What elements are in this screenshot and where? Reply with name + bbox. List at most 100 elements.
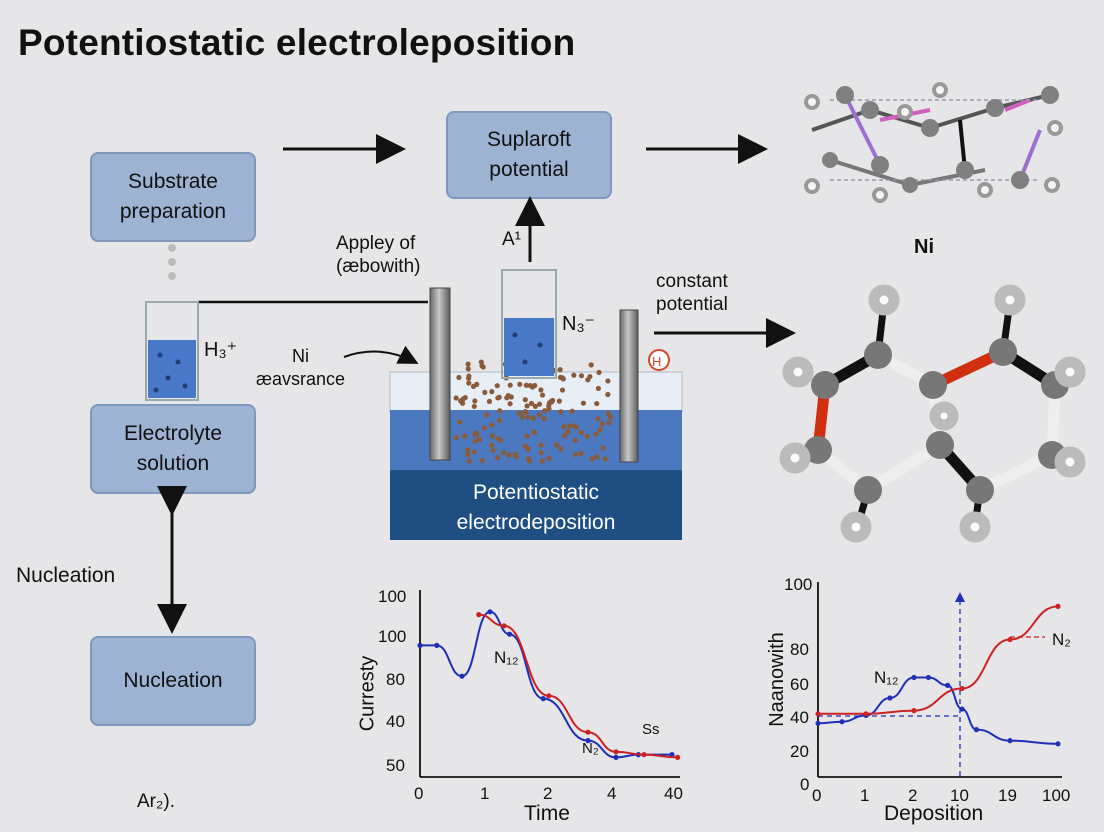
- chart2-ytick: 0: [800, 775, 810, 794]
- particle-dot: [516, 410, 522, 416]
- particle-dot: [595, 416, 601, 422]
- ni-absorbance-label: Ni æavsrance: [256, 346, 346, 389]
- particle-dot: [453, 435, 459, 441]
- electrochemical-cell: H: [389, 287, 683, 540]
- particle-dot: [462, 433, 468, 439]
- particle-dot: [606, 420, 612, 426]
- particle-dot: [538, 442, 544, 448]
- data-point: [973, 727, 980, 733]
- particle-dot: [495, 436, 501, 442]
- particle-dot: [466, 380, 472, 386]
- crystal-lattice-illustration: [804, 82, 1063, 203]
- particle-dot: [578, 373, 585, 379]
- particle-dot: [530, 415, 537, 421]
- particle-dot: [532, 429, 538, 435]
- data-point: [641, 752, 647, 758]
- particle-dot: [524, 403, 530, 409]
- particle-dot: [495, 455, 501, 461]
- particle-dot: [584, 433, 590, 439]
- particle-dot: [571, 423, 578, 429]
- particle-dot: [560, 376, 566, 382]
- particle-dot: [497, 408, 503, 414]
- data-point: [434, 642, 440, 649]
- particle-dot: [524, 433, 530, 439]
- particle-dot: [559, 387, 566, 393]
- particle-dot: [458, 398, 464, 404]
- tank-label: Potentiostatic electrodeposition: [456, 481, 616, 534]
- data-point: [585, 738, 591, 744]
- data-point: [487, 609, 493, 615]
- chart2-guides: [818, 600, 961, 777]
- particle-dot: [562, 433, 568, 439]
- particle-dot: [456, 374, 462, 381]
- particle-dot: [536, 401, 543, 407]
- chart1-xlabel: Time: [524, 802, 570, 825]
- svg-text:H: H: [652, 354, 661, 369]
- chart1-xtick: 4: [607, 784, 617, 803]
- nucleation-box: Nucleation: [90, 636, 256, 726]
- particle-dot: [465, 361, 471, 367]
- chart1-xtick: 2: [543, 784, 553, 803]
- particle-dot: [484, 412, 490, 418]
- chart2-annotation: N₂: [1052, 630, 1071, 649]
- particle-dot: [486, 398, 493, 404]
- particle-dot: [525, 414, 531, 420]
- chart2-ytick: 40: [790, 708, 809, 727]
- particle-dot: [466, 458, 472, 464]
- particle-dot: [539, 458, 545, 464]
- data-point: [863, 711, 869, 717]
- particle-dot: [599, 421, 605, 427]
- chart1-ytick: 100: [378, 627, 407, 646]
- particle-dot: [593, 431, 599, 437]
- data-point: [925, 674, 932, 681]
- particle-dot: [596, 369, 602, 376]
- nucleation-side-label: Nucleation: [16, 564, 116, 587]
- chart2-ytick: 80: [790, 640, 809, 659]
- particle-dot: [565, 429, 571, 435]
- data-point: [1055, 741, 1061, 747]
- particle-dot: [557, 367, 563, 373]
- chart1-ytick: 80: [386, 670, 405, 689]
- particle-dot: [517, 381, 523, 387]
- particle-dot: [602, 456, 608, 462]
- particle-dot: [558, 446, 564, 452]
- particle-dot: [473, 430, 479, 436]
- particle-dot: [532, 403, 538, 410]
- particle-dot: [569, 408, 575, 414]
- particle-dot: [507, 382, 513, 388]
- particle-dot: [489, 389, 495, 395]
- particle-dot: [471, 449, 477, 455]
- particle-dot: [528, 400, 535, 407]
- n3-label: N₃⁻: [562, 313, 596, 335]
- series-line-1: [817, 605, 1059, 715]
- particle-dot: [550, 397, 556, 404]
- data-point: [839, 719, 845, 725]
- data-point: [613, 754, 619, 761]
- chart1-xtick: 40: [664, 784, 683, 803]
- chart1-plot: [417, 609, 681, 761]
- data-point: [669, 752, 675, 758]
- chart2-xtick: 0: [812, 786, 822, 805]
- particle-dot: [554, 442, 560, 448]
- particle-dot: [489, 422, 495, 428]
- chart1-ytick: 50: [386, 756, 405, 775]
- particle-dot: [595, 385, 602, 392]
- particle-dot: [512, 451, 519, 457]
- data-point: [417, 642, 423, 649]
- particle-dot: [489, 442, 495, 448]
- particle-dot: [482, 389, 488, 396]
- chart2-xtick: 19: [998, 786, 1017, 805]
- chart1-ytick: 100: [378, 587, 407, 606]
- data-point: [459, 673, 465, 679]
- constant-potential-label: constant potential: [656, 271, 728, 315]
- chart2-axes: [817, 582, 1062, 778]
- particle-dot: [465, 366, 471, 372]
- a-label: A¹: [502, 229, 521, 250]
- particle-dot: [481, 425, 488, 431]
- arrow-ni-absorbance: [343, 345, 419, 364]
- particle-dot: [471, 403, 477, 410]
- chart2-xtick: 100: [1042, 786, 1071, 805]
- data-point: [476, 612, 482, 618]
- data-point: [911, 674, 917, 681]
- chart2-xtick: 2: [908, 786, 918, 805]
